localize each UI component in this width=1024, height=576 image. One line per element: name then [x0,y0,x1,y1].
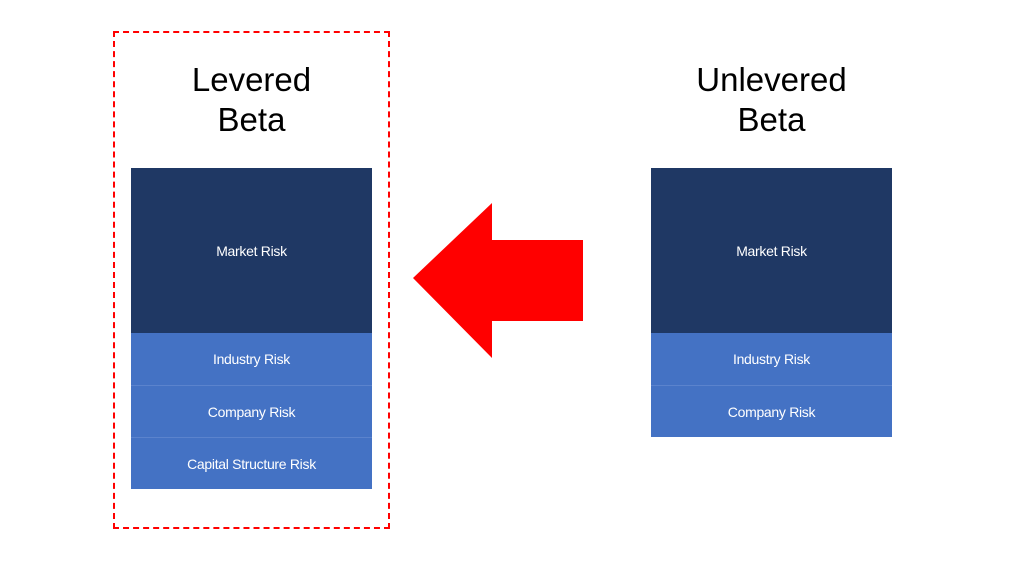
levered-beta-title: Levered Beta [191,61,312,138]
unlevered-beta-column: Unlevered Beta [651,60,892,140]
unlevered-segment-market-risk-label: Market Risk [736,242,807,259]
unlevered-beta-title: Unlevered Beta [696,61,847,138]
left-arrow-polygon [413,203,583,358]
levered-segment-market-risk-label: Market Risk [216,242,287,259]
levered-beta-highlight-box [113,31,390,529]
unlevered-segment-company-risk: Company Risk [651,385,892,437]
levered-beta-stack: Market Risk Industry Risk Company Risk C… [131,168,372,489]
levered-beta-column: Levered Beta [131,60,372,140]
left-arrow-icon [413,203,583,358]
unlevered-beta-stack: Market Risk Industry Risk Company Risk [651,168,892,437]
levered-segment-company-risk: Company Risk [131,385,372,437]
unlevered-segment-market-risk: Market Risk [651,168,892,333]
levered-segment-company-risk-label: Company Risk [207,403,296,420]
unlevered-segment-industry-risk: Industry Risk [651,333,892,385]
levered-segment-industry-risk-label: Industry Risk [212,351,290,367]
levered-segment-industry-risk: Industry Risk [131,333,372,385]
levered-segment-capital-structure-risk-label: Capital Structure Risk [187,455,316,472]
levered-segment-market-risk: Market Risk [131,168,372,333]
levered-segment-capital-structure-risk: Capital Structure Risk [131,437,372,489]
unlevered-segment-company-risk-label: Company Risk [727,403,816,420]
left-arrow-shape [413,203,583,358]
unlevered-segment-industry-risk-label: Industry Risk [732,351,810,367]
